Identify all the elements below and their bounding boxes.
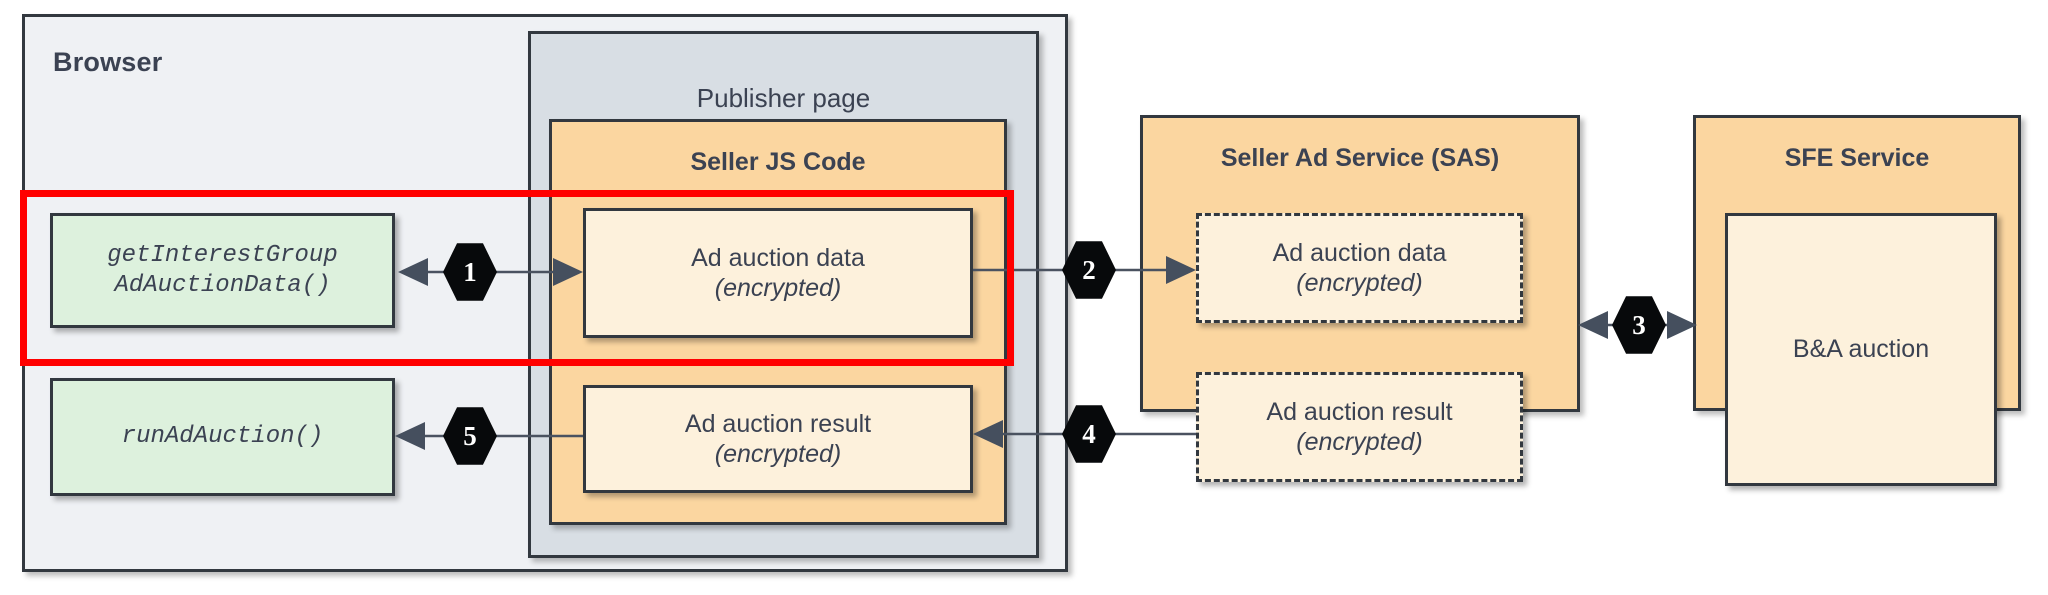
sfe-service-label: SFE Service <box>1784 144 1930 172</box>
step-number-5: 5 <box>463 420 477 451</box>
seller-js-ad-auction-result-box: Ad auction result (encrypted) <box>583 385 973 493</box>
seller-js-ad-auction-result-line1: Ad auction result <box>684 409 872 438</box>
step-badge-4: 4 <box>1062 404 1116 464</box>
sas-ad-auction-result-box: Ad auction result (encrypted) <box>1196 372 1523 482</box>
step-number-2: 2 <box>1082 254 1096 285</box>
seller-js-code-label: Seller JS Code <box>690 148 866 176</box>
sfe-ba-auction-label: B&A auction <box>1792 335 1930 363</box>
step-badge-2: 2 <box>1062 240 1116 300</box>
step-badge-5: 5 <box>443 406 497 466</box>
sas-ad-auction-data-line2: (encrypted) <box>1296 269 1423 297</box>
seller-js-ad-auction-data-line1: Ad auction data <box>691 243 865 272</box>
step-number-4: 4 <box>1082 418 1096 449</box>
step-number-1: 1 <box>463 256 477 287</box>
seller-js-ad-auction-data-box: Ad auction data (encrypted) <box>583 208 973 338</box>
step-badge-3: 3 <box>1612 295 1666 355</box>
sas-ad-auction-result-line2: (encrypted) <box>1296 428 1423 456</box>
sfe-ba-auction-box: B&A auction <box>1725 213 1997 486</box>
get-interest-group-line1: getInterestGroup <box>107 242 338 270</box>
seller-js-ad-auction-data-line2: (encrypted) <box>714 274 842 302</box>
sas-ad-auction-data-line1: Ad auction data <box>1272 238 1447 267</box>
seller-js-ad-auction-result-line2: (encrypted) <box>714 440 842 468</box>
publisher-page-label: Publisher page <box>696 83 871 113</box>
get-interest-group-ad-auction-data-box: getInterestGroup AdAuctionData() <box>50 213 395 328</box>
step-number-3: 3 <box>1632 309 1646 340</box>
sas-ad-auction-result-line1: Ad auction result <box>1266 397 1453 426</box>
run-ad-auction-label: runAdAuction() <box>121 423 324 451</box>
get-interest-group-line2: AdAuctionData() <box>114 271 331 299</box>
seller-ad-service-label: Seller Ad Service (SAS) <box>1220 144 1500 172</box>
browser-label: Browser <box>53 47 163 77</box>
sas-ad-auction-data-box: Ad auction data (encrypted) <box>1196 213 1523 323</box>
run-ad-auction-box: runAdAuction() <box>50 378 395 496</box>
step-badge-1: 1 <box>443 242 497 302</box>
